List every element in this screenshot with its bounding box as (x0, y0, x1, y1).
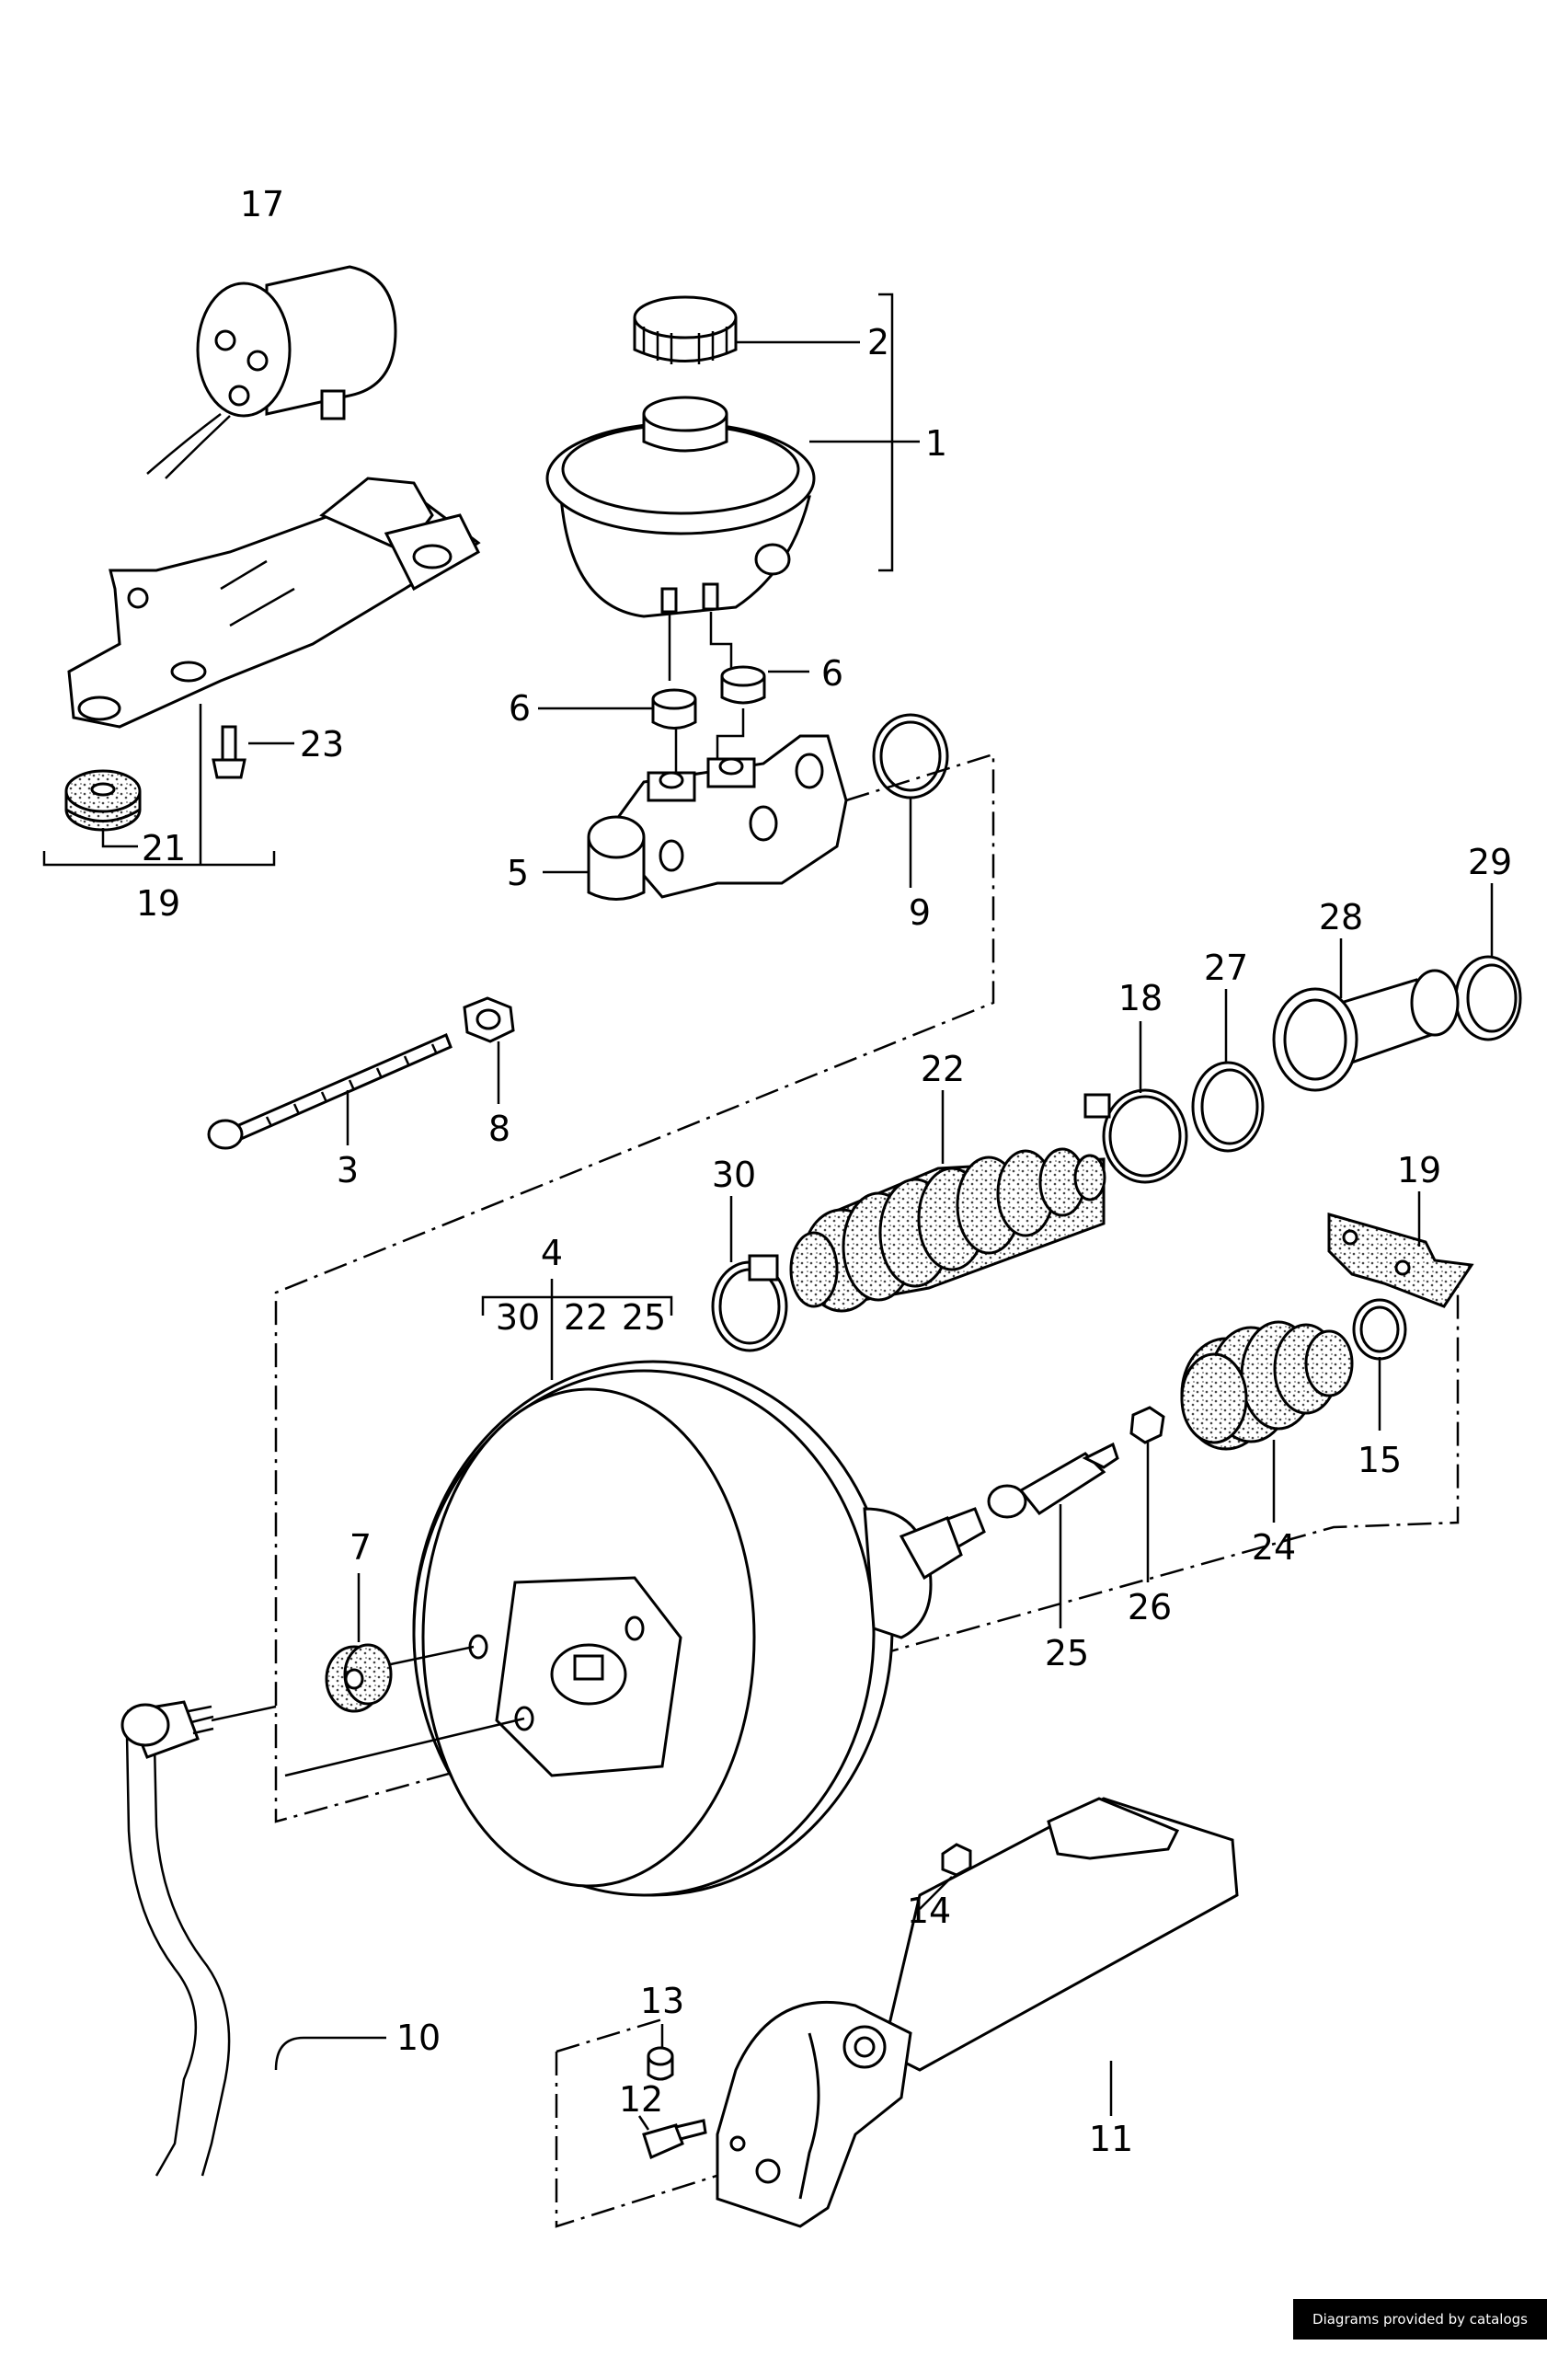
callout-5: 5 (507, 853, 529, 893)
part-22-bellows (789, 1147, 1106, 1313)
group4-label-22: 22 (564, 1297, 608, 1338)
credit-banner: Diagrams provided by catalogs parts (1293, 2299, 1547, 2368)
callout-2: 2 (867, 322, 889, 362)
callout-18: 18 (1118, 978, 1163, 1018)
callout-9: 9 (909, 892, 931, 933)
callout-6-right: 6 (821, 653, 843, 694)
callout-23: 23 (300, 724, 344, 765)
leader-10-curve (274, 2036, 304, 2071)
callout-10: 10 (396, 2018, 441, 2058)
part-19-plate (1327, 1213, 1474, 1308)
part-18-clamp (1083, 1088, 1188, 1184)
callout-3: 3 (337, 1150, 359, 1190)
callout-4: 4 (541, 1233, 563, 1273)
part-6-seal-right (720, 665, 766, 705)
callout-8: 8 (488, 1109, 510, 1149)
callout-25: 25 (1045, 1633, 1089, 1673)
callout-21: 21 (142, 828, 186, 868)
part-1-reservoir (545, 396, 816, 618)
assembly-line-seals (674, 708, 745, 773)
callout-30: 30 (712, 1155, 756, 1195)
callout-1: 1 (925, 423, 947, 464)
assembly-line-reservoir (668, 612, 733, 681)
part-14-nut (941, 1843, 972, 1877)
part-17-switch (146, 265, 397, 479)
part-12-bolt (642, 2119, 707, 2160)
callout-22: 22 (921, 1049, 965, 1089)
part-13-nut (647, 2046, 674, 2081)
part-6-seal-left (651, 688, 697, 730)
callout-24: 24 (1252, 1527, 1296, 1568)
callout-13: 13 (640, 1981, 684, 2021)
part-8-nut (463, 996, 515, 1043)
callout-19-right: 19 (1397, 1150, 1441, 1190)
part-bracket-upper (67, 477, 481, 729)
part-9-oring-inner (879, 720, 942, 792)
part-10-vacuum-hose (120, 1700, 231, 2177)
part-3-bolt (207, 1033, 453, 1150)
part-23-bolt (212, 725, 246, 779)
part-11-pedal-bracket (716, 1797, 1239, 2228)
assembly-line-booster (284, 1717, 525, 1777)
part-26-nut (1129, 1406, 1165, 1444)
part-24-boot (1180, 1320, 1354, 1451)
leader-12 (637, 2115, 650, 2131)
part-25-pushrod (935, 1442, 1119, 1553)
leader-7-line (385, 1645, 475, 1667)
callout-12: 12 (619, 2079, 663, 2120)
leader-21 (101, 828, 138, 848)
assembly-dashline-upper (274, 753, 1460, 1823)
callout-29: 29 (1468, 842, 1512, 882)
callout-15: 15 (1358, 1440, 1402, 1480)
bracket-4-group (481, 1295, 673, 1316)
callout-17: 17 (240, 184, 284, 224)
callout-28: 28 (1319, 897, 1363, 937)
bracket-19-group (42, 851, 276, 867)
callout-6-left: 6 (509, 688, 531, 729)
part-15-ring (1352, 1298, 1407, 1361)
part-21-grommet (64, 769, 142, 832)
part-5-master-cylinder (587, 734, 848, 901)
assembly-line-hose (211, 1705, 277, 1722)
part-28-hose-fitting (1272, 969, 1460, 1092)
part-30-clamp (711, 1254, 788, 1352)
callout-26: 26 (1128, 1587, 1172, 1627)
callout-11: 11 (1089, 2119, 1133, 2159)
group4-label-25: 25 (622, 1297, 666, 1338)
callout-14: 14 (907, 1891, 951, 1931)
part-29-ring (1454, 955, 1522, 1041)
callout-19-upper: 19 (136, 883, 180, 924)
leader-14 (919, 1876, 953, 1910)
group4-label-30: 30 (496, 1297, 540, 1338)
part-4-brake-booster (412, 1360, 963, 1897)
callout-7: 7 (350, 1527, 372, 1568)
assembly-dashline-lower (555, 2018, 732, 2228)
part-2-cap (633, 295, 738, 364)
part-27-ring (1191, 1061, 1265, 1153)
part-7-grommet (325, 1643, 393, 1713)
bracket-1-group (878, 293, 894, 572)
callout-27: 27 (1204, 948, 1248, 988)
